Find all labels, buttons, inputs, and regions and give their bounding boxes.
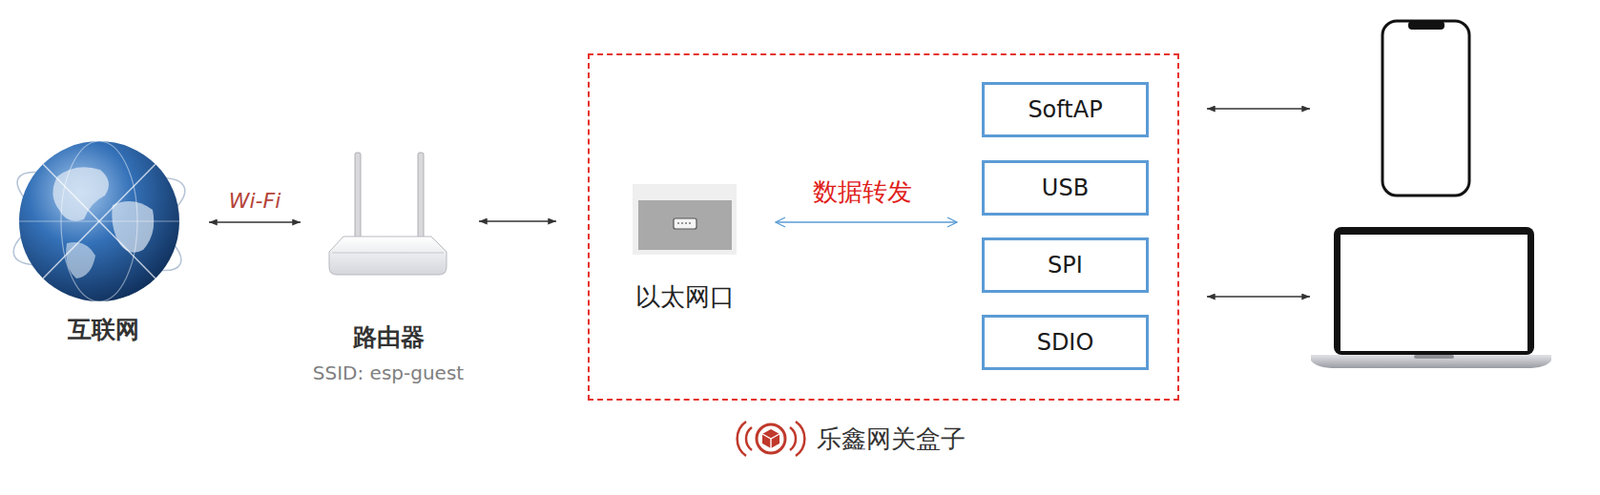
device-arrow — [1206, 107, 1310, 110]
node-label: SSID: esp-guest — [312, 360, 464, 386]
flow-label: 数据转发 — [810, 176, 915, 208]
grid-line — [42, 164, 156, 279]
node-label: 以太网口 — [635, 281, 735, 312]
interface-box: SPI — [981, 237, 1149, 293]
router-icon — [329, 152, 447, 275]
connector — [208, 221, 301, 224]
icon-node: 互联网 — [3, 124, 203, 350]
node-label: 路由器 — [353, 322, 425, 354]
ethernet-port-icon — [632, 184, 737, 255]
gateway-group: 以太网口SoftAPUSBSPISDIO乐鑫网关盒子 — [587, 53, 1180, 401]
logo-arc — [746, 427, 752, 451]
forward-arrow — [775, 221, 957, 224]
laptop-notch — [1413, 354, 1455, 359]
logo-cube — [762, 429, 780, 449]
globe-icon — [3, 141, 195, 302]
phone-notch — [1408, 20, 1445, 30]
node-label: 互联网 — [67, 314, 140, 346]
grid-line — [42, 164, 156, 279]
antenna — [417, 152, 424, 245]
laptop-screen — [1340, 234, 1528, 352]
icon-node: 以太网口 — [615, 176, 754, 316]
logo-ring — [756, 424, 786, 454]
router-edge — [332, 252, 444, 254]
port-socket — [673, 218, 697, 229]
laptop-base — [1310, 354, 1552, 369]
antenna — [354, 152, 361, 245]
phone-body — [1382, 20, 1470, 196]
logo-cube-edge — [762, 434, 780, 439]
icon-node: 路由器 SSID: esp-guest — [307, 143, 470, 390]
router-body — [329, 236, 447, 275]
group-title: 乐鑫网关盒子 — [816, 423, 966, 455]
node-label: SPI — [1047, 250, 1083, 280]
brand-logo — [737, 421, 806, 457]
interface-box: SoftAP — [981, 82, 1149, 138]
port-pins — [677, 222, 693, 225]
port-panel — [638, 200, 732, 250]
landmass — [111, 201, 154, 253]
logo-arc — [795, 421, 805, 457]
logo-cube-edge — [769, 438, 771, 449]
globe-sphere — [19, 141, 180, 302]
port-frame — [632, 184, 737, 255]
logo-arc — [789, 427, 796, 451]
logo-arc — [737, 421, 747, 457]
laptop-icon — [1310, 227, 1552, 369]
node-label: SDIO — [1037, 328, 1095, 357]
interface-box: SDIO — [981, 314, 1149, 371]
laptop-bezel — [1333, 227, 1535, 355]
interface-box: USB — [981, 160, 1149, 216]
node-label: SoftAP — [1027, 95, 1102, 125]
node-label: USB — [1041, 173, 1089, 203]
phone-icon — [1382, 20, 1470, 196]
connector — [478, 220, 557, 223]
device-arrow — [1206, 295, 1310, 298]
edge-label: Wi-Fi — [226, 187, 285, 215]
